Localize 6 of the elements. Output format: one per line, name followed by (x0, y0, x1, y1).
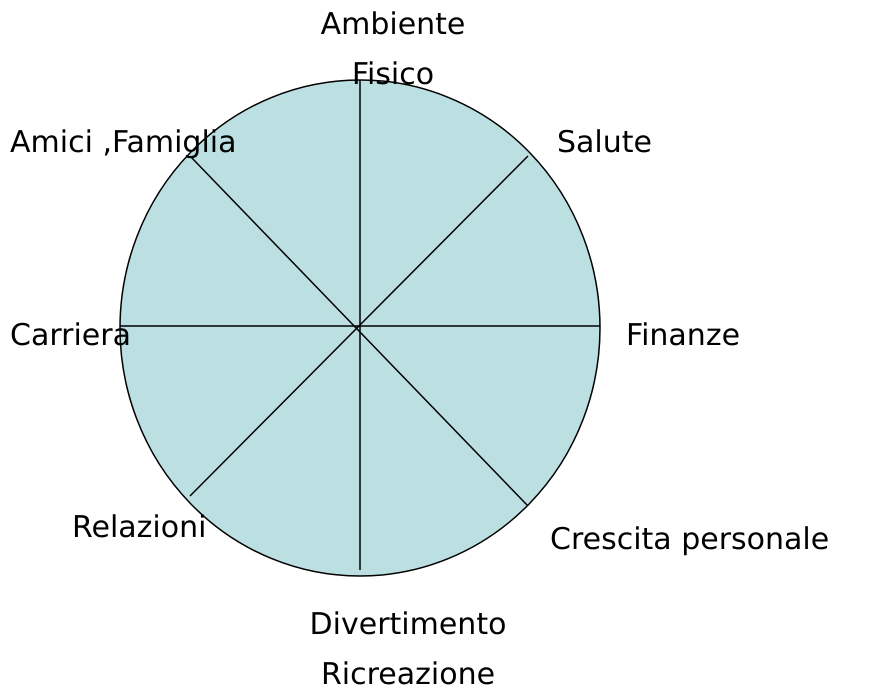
sector-label: Salute (557, 124, 652, 162)
sector-label: Ambiente Fisico (320, 6, 466, 94)
sector-label: Divertimento Ricreazione (308, 606, 508, 693)
sector-label: Finanze (626, 317, 740, 355)
sector-label: Relazioni (72, 509, 206, 547)
sector-label: Crescita personale (550, 521, 830, 559)
